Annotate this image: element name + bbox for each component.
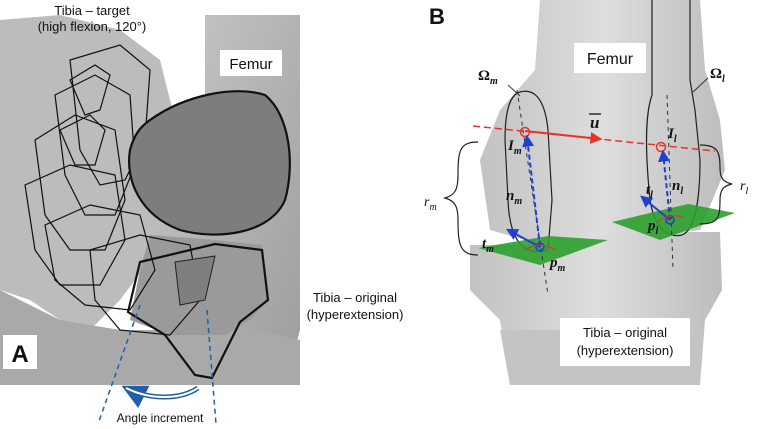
r-m-sub: m <box>429 202 436 213</box>
outline-2 <box>54 74 136 216</box>
I-l-symbol: I <box>667 126 675 142</box>
I-l-label: Il <box>667 126 677 145</box>
I-l-sub: l <box>674 134 677 145</box>
panel-a: Tibia – target (high flexion, 120°) Femu… <box>0 3 403 425</box>
panel-b-tibia-original-label-line1: Tibia – original <box>583 325 667 340</box>
r-l-brace <box>699 144 733 225</box>
n-l-label: nl <box>672 178 683 197</box>
medial-axis-dashed <box>516 89 549 296</box>
panel-a-tibia-target-label-line2: (high flexion, 120°) <box>38 19 147 34</box>
omega-m-sub: m <box>490 76 498 87</box>
omega-l-label: Ωl <box>710 66 725 85</box>
outline-6 <box>89 234 201 336</box>
t-m-label: tm <box>482 236 494 255</box>
n-m-label: nm <box>506 188 522 207</box>
t-l-sub: l <box>650 190 653 201</box>
angle-arc-arrow-inner <box>125 387 199 398</box>
outline-3 <box>34 114 126 251</box>
r-l-label: rl <box>740 179 748 197</box>
tibia-original-inner-a <box>174 255 216 306</box>
t-m-vector <box>505 228 541 248</box>
panel-b-letter: B <box>429 4 445 29</box>
r-m-brace <box>442 141 479 256</box>
femur-label-bg-b <box>574 43 646 73</box>
t-l-symbol: t <box>646 182 651 198</box>
omega-m-pointer <box>507 84 521 97</box>
outline-5 <box>44 204 156 311</box>
outline-4 <box>24 164 126 286</box>
tibia-label-bg-b <box>560 318 690 366</box>
p-m-symbol: p <box>548 255 558 271</box>
panel-b-tibia-original-label-line2: (hyperextension) <box>577 343 674 358</box>
omega-m-label: Ωm <box>478 68 498 87</box>
u-vector-arrow <box>524 130 603 144</box>
femur-label-bg-a <box>220 50 282 76</box>
p-m-point <box>535 242 545 252</box>
t-m-sub: m <box>486 244 494 255</box>
I-m-sub: m <box>514 146 522 157</box>
angle-dashed-line-left <box>97 304 141 425</box>
r-m-symbol: r <box>424 195 430 210</box>
n-l-vector <box>658 149 671 221</box>
n-l-sub: l <box>680 186 683 197</box>
panel-a-tibia-original-label-line1: Tibia – original <box>313 290 397 305</box>
angle-increment-label: Angle increment <box>117 411 204 425</box>
t-l-vector <box>640 195 671 221</box>
tibia-original-outline-a <box>126 242 270 380</box>
t-m-symbol: t <box>482 236 487 252</box>
panel-a-letter-bg <box>3 335 37 369</box>
n-m-symbol: n <box>506 188 514 204</box>
omega-l-symbol: Ω <box>710 66 722 82</box>
p-l-sub: l <box>656 226 659 237</box>
n-l-symbol: n <box>672 178 680 194</box>
panel-a-tibia-original-label-line2: (hyperextension) <box>307 307 404 322</box>
bone-mass-lower-a <box>0 290 300 385</box>
p-m-label: pm <box>548 255 566 274</box>
p-m-sub: m <box>558 263 566 274</box>
p-l-label: pl <box>646 218 659 237</box>
I-m-symbol: I <box>507 138 515 154</box>
n-m-sub: m <box>514 196 522 207</box>
panel-b: B Femur Tibia – original (hyperextension… <box>424 0 748 385</box>
I-m-label: Im <box>507 138 522 157</box>
t-l-label: tl <box>646 182 653 201</box>
outline-7 <box>69 64 111 116</box>
p-m-red-arc <box>524 244 556 251</box>
u-vector-label: u <box>590 113 599 132</box>
panel-b-femur-label: Femur <box>587 51 634 68</box>
bone-mass-left-a <box>0 15 175 330</box>
p-l-symbol: p <box>646 218 656 234</box>
angle-dashed-line-right <box>206 309 217 425</box>
r-l-symbol: r <box>740 179 746 194</box>
omega-m-symbol: Ω <box>478 68 490 84</box>
omega-l-sub: l <box>722 74 725 85</box>
p-l-red-arc <box>656 215 685 223</box>
r-l-sub: l <box>745 186 748 197</box>
femur-shaft-b <box>480 0 725 250</box>
omega-l-pointer <box>692 77 709 93</box>
outline-8 <box>59 114 106 166</box>
r-m-label: rm <box>424 195 437 213</box>
u-symbol: u <box>590 113 599 132</box>
panel-a-letter: A <box>11 341 28 368</box>
panel-a-tibia-target-label-line1: Tibia – target <box>54 3 130 18</box>
femur-condyle-a <box>128 90 291 236</box>
panel-a-femur-label: Femur <box>229 56 272 73</box>
lateral-axis-dashed <box>666 94 674 271</box>
n-m-vector <box>522 134 541 248</box>
